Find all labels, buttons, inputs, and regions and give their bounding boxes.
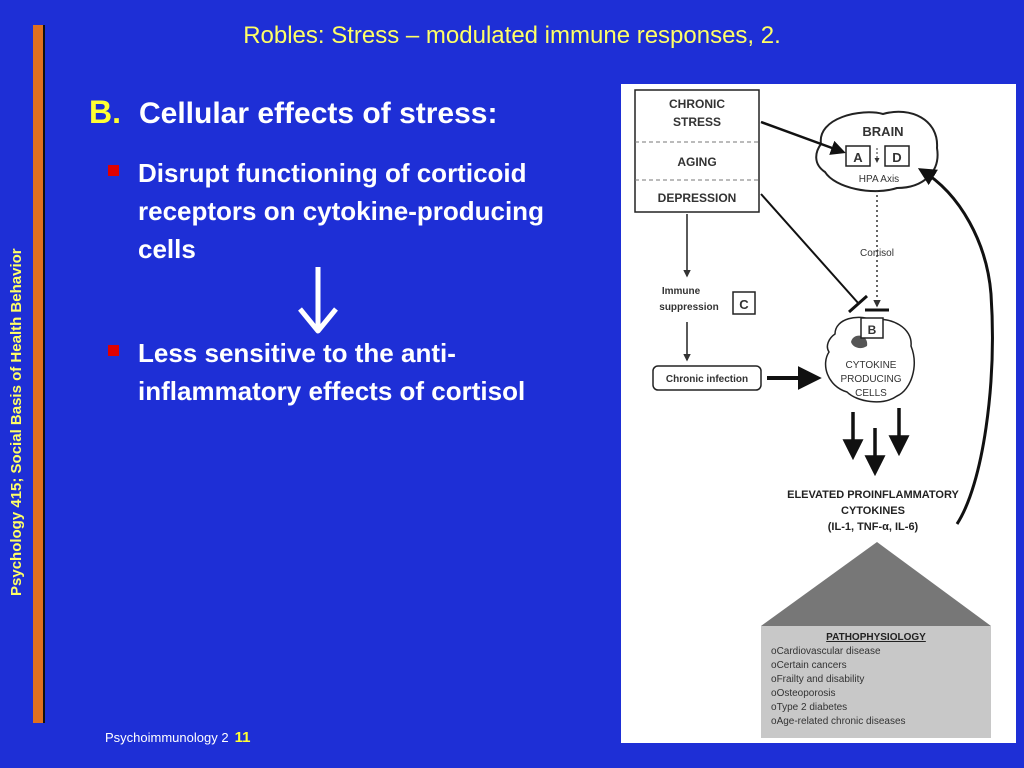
page-number: 11 bbox=[234, 729, 251, 746]
slide-title: Robles: Stress – modulated immune respon… bbox=[243, 22, 781, 49]
cytokine-line-2: PRODUCING bbox=[840, 374, 901, 385]
footer: Psychoimmunology 2 11 bbox=[105, 729, 250, 746]
brain-node: BRAIN A D HPA Axis bbox=[815, 110, 939, 193]
risk-factor-stack: CHRONIC STRESS AGING DEPRESSION bbox=[634, 89, 760, 213]
bullet-text: Less sensitive to the anti-inflammatory … bbox=[138, 338, 526, 406]
bullet-item: Disrupt functioning of corticoid recepto… bbox=[108, 154, 578, 268]
section-letter: B. bbox=[89, 94, 121, 130]
stress-label: STRESS bbox=[673, 115, 721, 129]
course-label: Psychology 415; Social Basis of Health B… bbox=[8, 248, 25, 596]
cytokine-line-3: CELLS bbox=[855, 388, 887, 399]
chronic-label: CHRONIC bbox=[669, 97, 725, 111]
cytokine-line-1: CYTOKINE bbox=[846, 360, 897, 371]
down-arrow-icon bbox=[298, 267, 338, 334]
hpa-axis-label: HPA Axis bbox=[859, 174, 899, 185]
box-a-label: A bbox=[853, 150, 863, 165]
immune-label: Immune bbox=[662, 286, 701, 297]
svg-text:oType 2 diabetes: oType 2 diabetes bbox=[771, 702, 847, 713]
depression-label: DEPRESSION bbox=[658, 191, 737, 205]
elevated-line-2: CYTOKINES bbox=[841, 505, 905, 517]
stress-immune-diagram: CHRONIC STRESS AGING DEPRESSION BRAIN A … bbox=[621, 84, 1016, 743]
footer-label: Psychoimmunology 2 bbox=[105, 730, 229, 745]
box-b-label: B bbox=[868, 323, 877, 337]
chronic-infection-label: Chronic infection bbox=[666, 374, 748, 385]
patho-item: Cardiovascular disease bbox=[777, 646, 881, 657]
bullet-text: Disrupt functioning of corticoid recepto… bbox=[138, 158, 544, 264]
aging-label: AGING bbox=[677, 155, 716, 169]
patho-item: Type 2 diabetes bbox=[777, 702, 848, 713]
patho-item: Osteoporosis bbox=[777, 688, 836, 699]
bullet-square-icon bbox=[108, 165, 119, 176]
svg-text:oOsteoporosis: oOsteoporosis bbox=[771, 688, 835, 699]
box-d-label: D bbox=[892, 150, 901, 165]
bullet-item: Less sensitive to the anti-inflammatory … bbox=[108, 334, 578, 410]
cortisol-label: Cortisol bbox=[860, 248, 894, 259]
accent-bar bbox=[33, 25, 45, 723]
svg-text:oCertain cancers: oCertain cancers bbox=[771, 660, 847, 671]
patho-item: Age-related chronic diseases bbox=[777, 716, 906, 727]
brain-title: BRAIN bbox=[862, 124, 903, 139]
elevated-line-3: (IL-1, TNF-α, IL-6) bbox=[828, 521, 919, 533]
svg-text:oAge-related chronic diseases: oAge-related chronic diseases bbox=[771, 716, 906, 727]
section-heading-text: Cellular effects of stress: bbox=[139, 97, 498, 130]
svg-text:oCardiovascular disease: oCardiovascular disease bbox=[771, 646, 881, 657]
patho-item: Certain cancers bbox=[777, 660, 847, 671]
box-c-label: C bbox=[739, 297, 749, 312]
pathophysiology-title: PATHOPHYSIOLOGY bbox=[826, 632, 926, 643]
bullet-square-icon bbox=[108, 345, 119, 356]
svg-text:oFrailty and disability: oFrailty and disability bbox=[771, 674, 864, 685]
section-heading: B. Cellular effects of stress: bbox=[89, 94, 497, 131]
patho-item: Frailty and disability bbox=[777, 674, 865, 685]
suppression-label: suppression bbox=[659, 302, 718, 313]
elevated-line-1: ELEVATED PROINFLAMMATORY bbox=[787, 489, 959, 501]
pathophysiology-list: oCardiovascular disease oCertain cancers… bbox=[771, 646, 906, 727]
cytokine-cells-node: B CYTOKINE PRODUCING CELLS bbox=[824, 316, 915, 403]
